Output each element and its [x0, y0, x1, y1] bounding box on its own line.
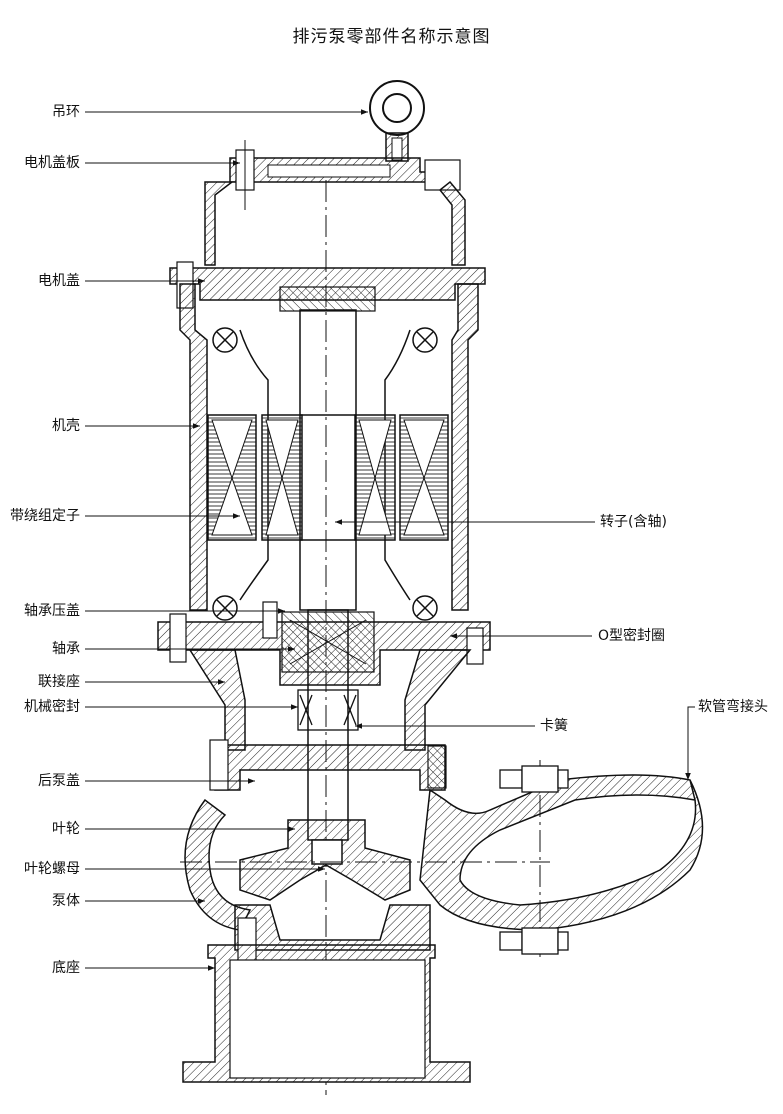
stator-part [207, 414, 449, 541]
label-housing: 机壳 [52, 418, 80, 434]
hanging-ring-part [369, 80, 425, 162]
label-o-ring: O型密封圈 [598, 628, 666, 644]
label-rear-pump-cover: 后泵盖 [38, 773, 80, 789]
diagram-title: 排污泵零部件名称示意图 [292, 27, 491, 47]
label-rotor-with-shaft: 转子(含轴) [600, 514, 667, 530]
pump-body-part [180, 760, 704, 960]
label-motor-cover: 电机盖 [38, 273, 80, 289]
outlet-flange-bolts [499, 765, 569, 955]
label-mechanical-seal: 机械密封 [24, 699, 80, 715]
label-impeller: 叶轮 [52, 821, 80, 837]
label-hanging-ring: 吊环 [52, 104, 80, 120]
label-hose-elbow-joint: 软管弯接头 [698, 699, 768, 715]
label-circlip: 卡簧 [540, 718, 568, 734]
leader-hose-elbow-joint [685, 706, 695, 780]
label-pump-body: 泵体 [52, 893, 80, 909]
label-bearing: 轴承 [52, 641, 80, 657]
label-impeller-nut: 叶轮螺母 [24, 861, 80, 877]
label-base: 底座 [52, 960, 80, 976]
rear-pump-cover-part [209, 739, 447, 791]
mechanical-seal-part [297, 689, 359, 731]
impeller-part [239, 819, 411, 901]
label-motor-cover-plate: 电机盖板 [24, 155, 80, 171]
motor-cover-part [169, 261, 486, 312]
motor-housing-part [179, 283, 479, 611]
label-connecting-seat: 联接座 [38, 674, 80, 690]
base-part [182, 944, 471, 1083]
label-wound-stator: 带绕组定子 [10, 508, 80, 524]
bearing-seat-part [157, 601, 491, 686]
motor-cover-plate-part [229, 140, 461, 210]
junction-dome [204, 180, 466, 266]
label-bearing-press-cover: 轴承压盖 [24, 603, 80, 619]
